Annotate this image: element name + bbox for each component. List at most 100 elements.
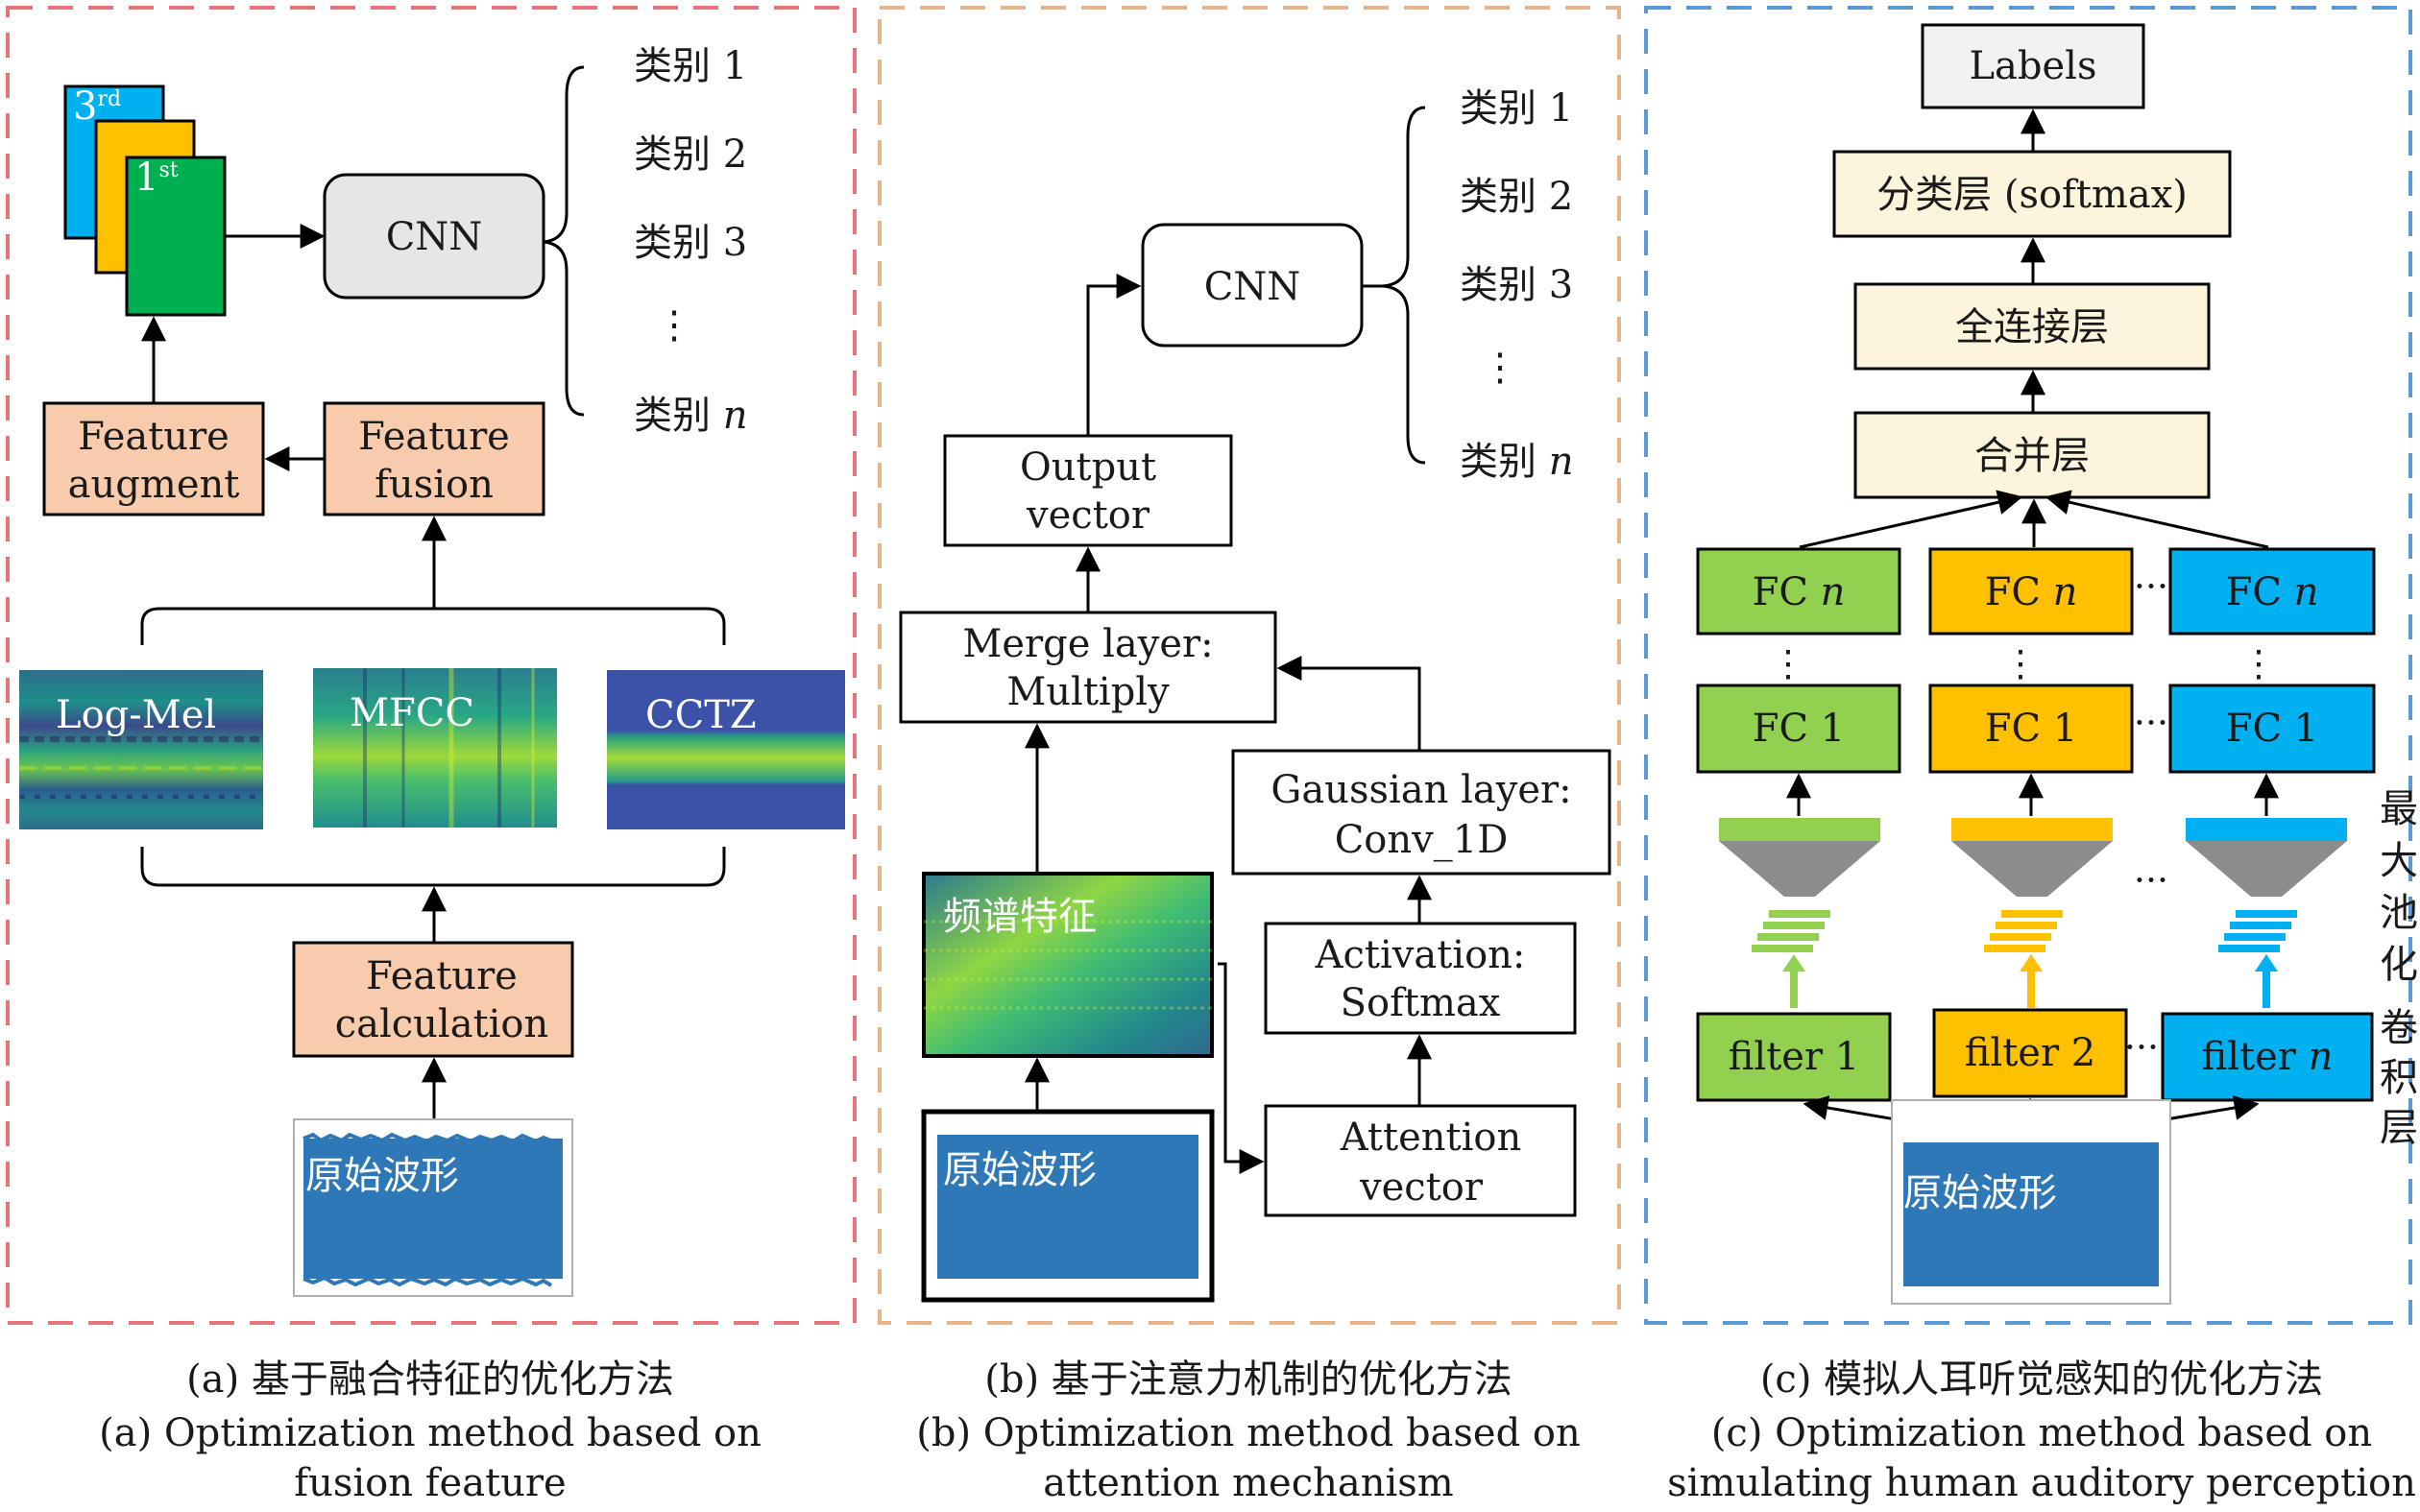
feature-augment-box: [42, 401, 265, 516]
fc-vdots-yellow: ⋮: [2002, 642, 2039, 684]
class-label-b-n: 类别 n: [1460, 440, 1573, 484]
fc-n-green-label: FC n: [1753, 570, 1846, 614]
feature-fusion-line1: Feature: [358, 415, 510, 459]
fc-n-yellow: [1928, 547, 2134, 636]
fc-n-green: [1696, 547, 1901, 636]
side-label-char-1: 最: [2380, 787, 2418, 831]
gaussian-layer-box: [1231, 749, 1611, 876]
output-vector-line1: Output: [1020, 445, 1156, 490]
merge-layer-c-box: [1853, 411, 2211, 499]
class-label-b-3: 类别 3: [1460, 263, 1573, 307]
pool-conv-blue: [2186, 818, 2347, 1008]
caption-b-cn: (b) 基于注意力机制的优化方法: [984, 1357, 1512, 1402]
cnn-box-a: [323, 173, 545, 300]
class-label-b-2: 类别 2: [1460, 175, 1573, 219]
fc-layer-box: [1853, 282, 2211, 371]
cnn-label-a: CNN: [386, 215, 483, 259]
attention-vector-line2: vector: [1359, 1165, 1484, 1210]
pool-conv-yellow: [1951, 818, 2113, 1008]
activation-box: [1264, 922, 1577, 1035]
class-brace-b: [1382, 106, 1426, 465]
gaussian-layer-line2: Conv_1D: [1335, 818, 1509, 862]
attention-vector-box: [1264, 1104, 1577, 1217]
class-label-a-2: 类别 2: [634, 132, 747, 177]
filter-2-box: [1932, 1008, 2128, 1098]
class-vdots-a: ⋮: [655, 303, 693, 348]
arrow-spectrum-to-attention: [1218, 962, 1265, 1174]
class-label-a-n: 类别 n: [634, 394, 747, 438]
spectrogram-cctz: [607, 670, 845, 829]
spectrum-feature-texture: [924, 920, 1212, 1010]
softmax-layer-box: [1832, 150, 2232, 238]
arrow-fcn-blue-to-merge: [2045, 490, 2269, 549]
spectrogram-cctz-label: CCTZ: [645, 693, 757, 737]
waveform-b: [937, 1135, 1198, 1279]
fc-vdots-green: ⋮: [1770, 642, 1806, 684]
arrow-output-to-cnn: [1086, 274, 1142, 436]
filter-2-label: filter 2: [1965, 1031, 2096, 1075]
caption-c-en-2: simulating human auditory perception: [1667, 1461, 2416, 1505]
caption-a-en-1: (a) Optimization method based on: [99, 1411, 762, 1455]
fc-1-yellow: [1928, 684, 2134, 774]
caption-c-en-1: (c) Optimization method based on: [1711, 1411, 2372, 1455]
caption-b-en-1: (b) Optimization method based on: [916, 1411, 1581, 1455]
side-label-char-7: 层: [2380, 1106, 2418, 1150]
pool-conv-green: [1719, 818, 1880, 1008]
class-label-a-1: 类别 1: [634, 44, 747, 88]
class-label-a-3: 类别 3: [634, 221, 747, 265]
fc-1-green: [1696, 684, 1901, 774]
side-label-char-5: 卷: [2380, 1006, 2418, 1050]
fc-n-blue: [2168, 547, 2376, 636]
arrow-gaussian-to-merge: [1276, 656, 1421, 751]
labels-box: [1921, 23, 2145, 109]
caption-a-cn: (a) 基于融合特征的优化方法: [186, 1357, 674, 1402]
spectrogram-mfcc-label: MFCC: [350, 691, 474, 735]
waveform-c: [1903, 1142, 2159, 1286]
filter-n-box: [2161, 1012, 2374, 1102]
merge-layer-c-text: 合并层: [1974, 434, 2090, 478]
panel-b: CNN 类别 1 类别 2 类别 3 ⋮ 类别 n Output vector …: [878, 6, 1621, 1325]
class-label-b-1: 类别 1: [1460, 86, 1573, 131]
labels-text: Labels: [1969, 44, 2096, 88]
output-vector-box: [943, 434, 1233, 547]
activation-line1: Activation:: [1315, 933, 1526, 977]
spectrogram-logmel: [19, 670, 263, 829]
spectrum-feature-label: 频谱特征: [943, 895, 1097, 939]
fc-n-hdots: ···: [2134, 565, 2168, 608]
waveform-a-edge: [302, 1132, 556, 1287]
caption-c-cn: (c) 模拟人耳听觉感知的优化方法: [1760, 1357, 2323, 1402]
waveform-b-label: 原始波形: [943, 1148, 1097, 1192]
panel-c-border: [1644, 6, 2412, 1325]
gaussian-layer-line1: Gaussian layer:: [1270, 768, 1571, 812]
waveform-a-label: 原始波形: [305, 1154, 459, 1198]
fc-1-blue-label: FC 1: [2226, 707, 2319, 751]
merge-layer-line2: Multiply: [1006, 670, 1170, 714]
spectrum-feature: [922, 872, 1214, 1058]
layer-card-1st-label: 1st: [134, 156, 179, 200]
side-label-pool-conv: 最 大 池 化 卷 积 层: [2380, 787, 2418, 1150]
spectrogram-logmel-label: Log-Mel: [56, 693, 216, 737]
feature-calculation-box: [292, 941, 574, 1058]
fc-1-hdots: ···: [2134, 702, 2168, 744]
layer-card-1st: [125, 156, 227, 317]
output-vector-line2: vector: [1026, 493, 1150, 538]
fc-1-yellow-label: FC 1: [1985, 707, 2078, 751]
feature-fusion-box: [323, 401, 545, 516]
filter-1-label: filter 1: [1729, 1035, 1860, 1079]
caption-b-en-2: attention mechanism: [1043, 1461, 1453, 1505]
side-label-char-6: 积: [2380, 1056, 2418, 1100]
cnn-label-b: CNN: [1204, 265, 1301, 309]
spectrogram-logmel-texture: [19, 736, 263, 800]
pool-hdots: ···: [2134, 859, 2168, 901]
bottom-bracket-a: [140, 847, 726, 887]
fc-1-green-label: FC 1: [1753, 707, 1846, 751]
waveform-c-label: 原始波形: [1903, 1171, 2057, 1215]
arrow-fcn-green-to-merge: [1799, 490, 2023, 549]
softmax-layer-text: 分类层 (softmax): [1876, 173, 2188, 217]
waveform-a: [303, 1139, 563, 1279]
fc-n-yellow-label: FC n: [1985, 570, 2078, 614]
fc-1-blue: [2168, 684, 2376, 774]
panel-a: 3rd 1st CNN 类别 1 类别 2 类别 3 ⋮ 类别 n Featur…: [6, 6, 857, 1325]
class-vdots-b: ⋮: [1481, 346, 1519, 390]
